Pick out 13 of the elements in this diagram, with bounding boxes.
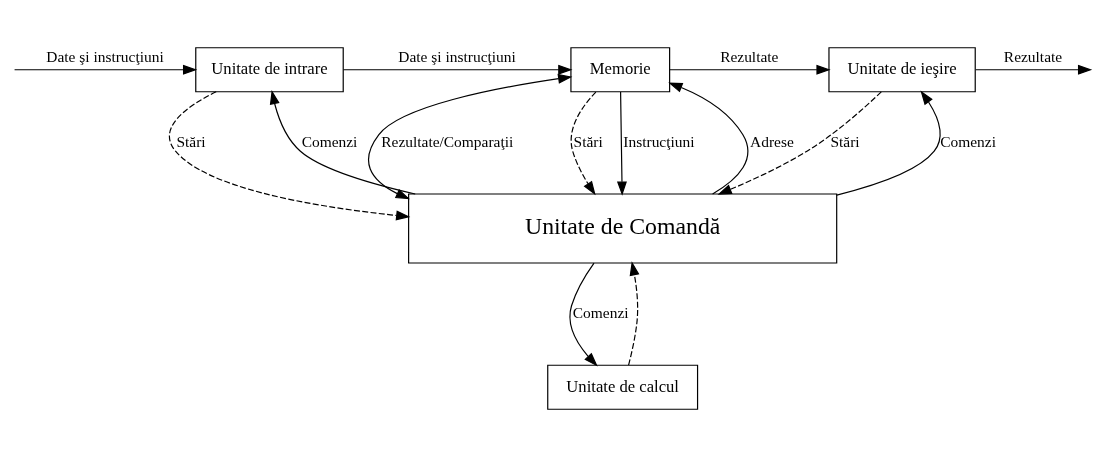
edge-label: Comenzi bbox=[301, 132, 358, 150]
edge-label: Rezultate bbox=[720, 47, 779, 65]
edge-label: Comenzi bbox=[940, 132, 996, 150]
edge-label: Stări bbox=[573, 132, 603, 150]
edge-label: Rezultate/Comparaţii bbox=[381, 132, 514, 150]
edge-label: Adrese bbox=[750, 132, 794, 150]
edge-label: Stări bbox=[176, 132, 206, 150]
edge-label: Stări bbox=[830, 132, 860, 150]
edge-label: Rezultate bbox=[1003, 47, 1063, 65]
edge-label: Comenzi bbox=[572, 304, 629, 322]
edge-label: Instrucţiuni bbox=[623, 132, 695, 150]
edge-label: Date şi instrucţiuni bbox=[46, 47, 164, 65]
edge-label: Date şi instrucţiuni bbox=[398, 47, 516, 65]
